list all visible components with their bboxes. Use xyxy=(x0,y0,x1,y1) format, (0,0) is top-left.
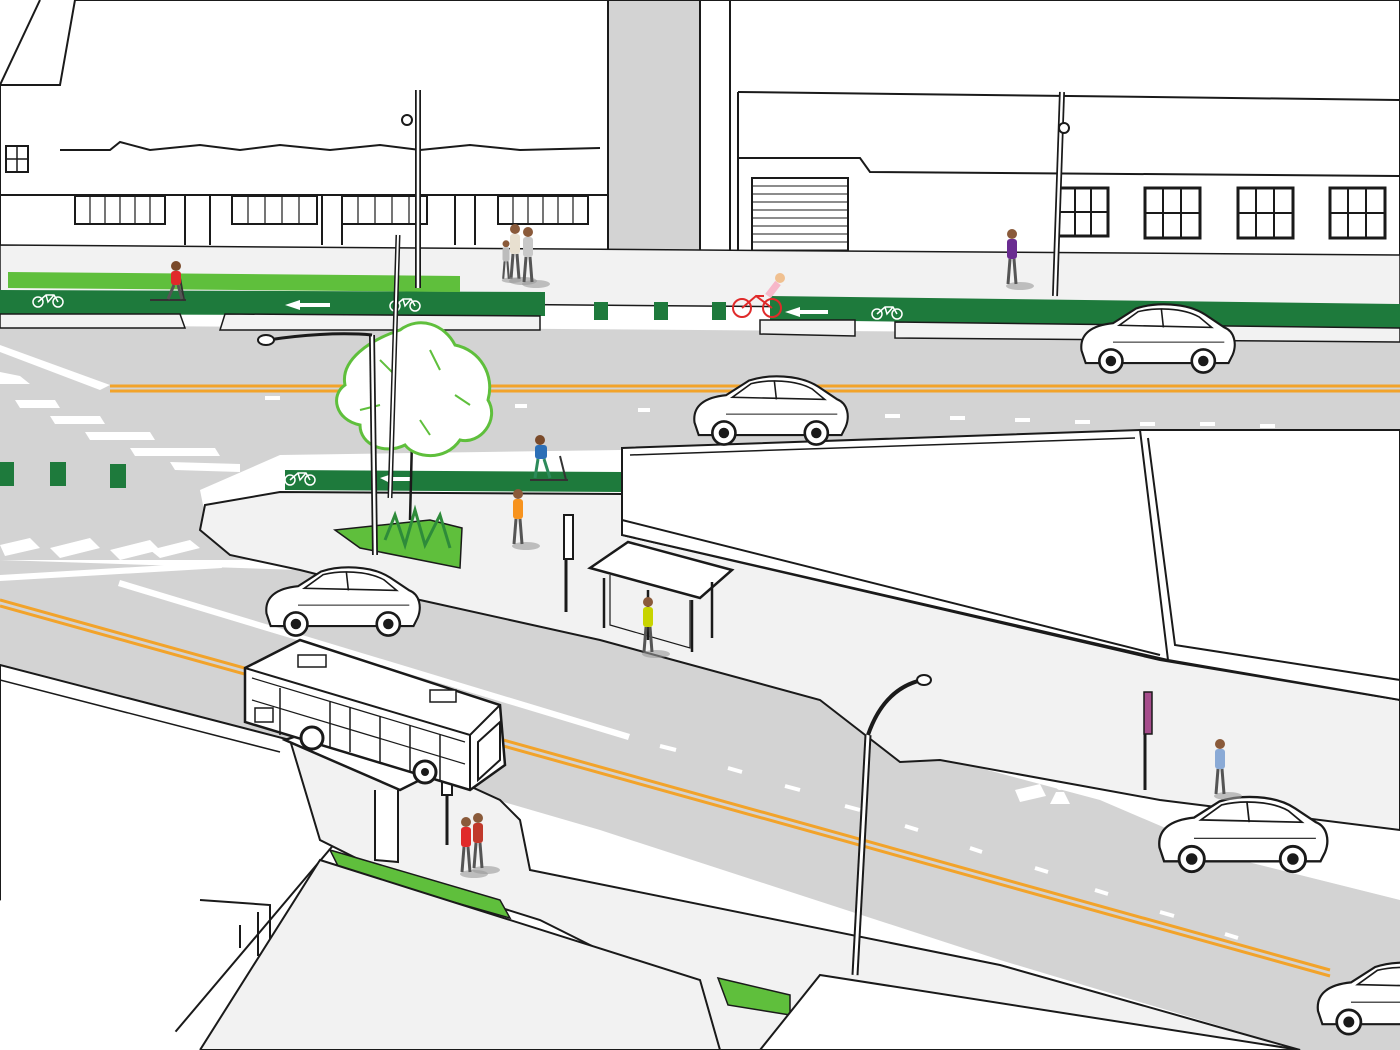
cyclist xyxy=(732,273,785,318)
center-line-main-avenue xyxy=(0,598,1331,978)
median-bike-lane xyxy=(285,470,622,492)
street-light xyxy=(387,234,401,499)
pavement-arrows xyxy=(285,300,828,484)
street-light xyxy=(401,90,421,288)
scooter-rider xyxy=(530,435,568,481)
bus-shelter xyxy=(587,540,735,652)
sign-post-magenta xyxy=(1143,691,1153,790)
street-light xyxy=(851,674,932,976)
building-right-near xyxy=(621,429,1400,702)
shared-lane-symbol xyxy=(1015,782,1070,804)
arrow-marking xyxy=(785,307,828,317)
intersection-bike-crossing xyxy=(0,462,126,488)
arrow-marking xyxy=(285,300,330,310)
street-lights xyxy=(257,90,1070,976)
median-sidewalk xyxy=(198,490,1400,832)
street-light xyxy=(257,332,378,556)
bus-stop-sign xyxy=(563,514,574,612)
storefront-windows xyxy=(74,195,589,225)
far-bike-lane xyxy=(0,272,1400,328)
lane-dashes xyxy=(265,396,1275,940)
building-left-near xyxy=(0,663,382,1050)
building-left-far xyxy=(0,0,611,251)
building-center-tower xyxy=(607,0,731,263)
transit-bus xyxy=(243,638,507,792)
scooter-rider xyxy=(150,261,186,301)
crosswalk xyxy=(0,345,630,740)
street-light xyxy=(1052,91,1070,297)
upper-windows xyxy=(1056,186,1387,240)
arrow-marking xyxy=(380,474,410,484)
